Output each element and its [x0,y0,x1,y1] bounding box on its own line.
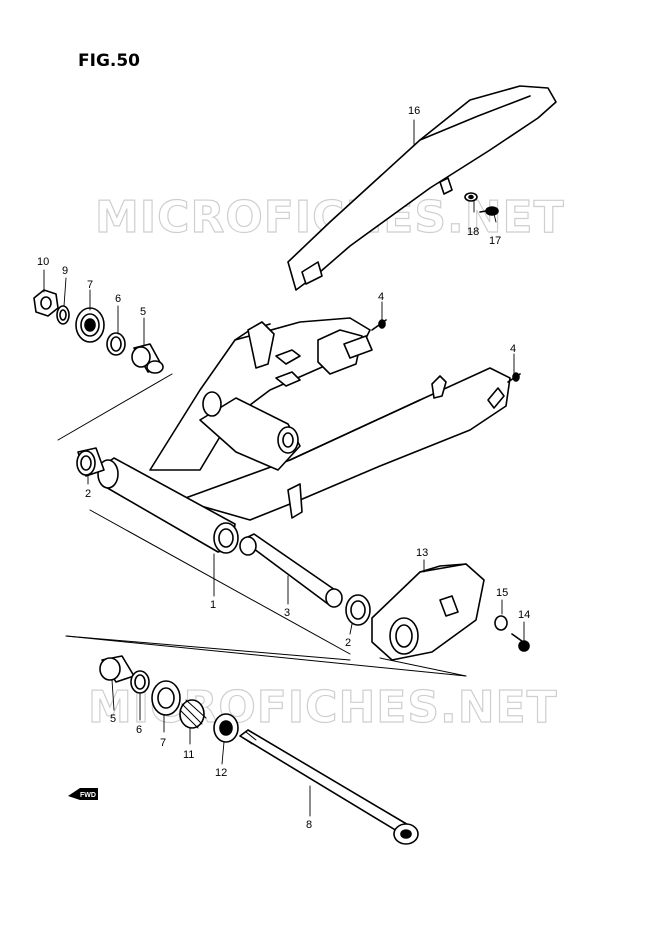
callout-15: 15 [496,587,508,599]
callout-10: 10 [37,256,49,268]
callout-1: 1 [210,599,216,611]
callout-7-lower: 7 [160,737,166,749]
callout-7-upper: 7 [87,279,93,291]
callout-6-lower: 6 [136,724,142,736]
callout-16: 16 [408,105,420,117]
callout-2-left: 2 [85,488,91,500]
fwd-arrow-icon: FWD [68,788,98,800]
callout-14: 14 [518,609,530,621]
needle-bearing-right [345,594,371,626]
needle-bearing-left [76,447,105,477]
callout-3: 3 [284,607,290,619]
chain-buffer-part [371,563,485,661]
callout-5-lower: 5 [110,713,116,725]
callout-12: 12 [215,767,227,779]
adjuster-nut-part [213,713,239,743]
callout-11: 11 [183,749,194,761]
callout-17: 17 [489,235,501,247]
seal-part [179,699,207,729]
washer-ring-part [56,305,70,325]
leader-lines [43,119,525,817]
pivot-spacer-part [239,533,343,608]
pivot-shaft-part [239,729,419,845]
small-bolt-part [511,633,530,652]
fwd-label: FWD [80,792,96,799]
adjuster-bolt-upper [371,319,387,331]
callout-5-upper: 5 [140,306,146,318]
callout-6-upper: 6 [115,293,121,305]
small-collar-part [494,615,508,631]
spacer-ring-part-lower [130,670,150,694]
chain-case-part [287,85,557,291]
callout-8: 8 [306,819,312,831]
callout-13: 13 [416,547,428,559]
bearing-part-lower [151,680,181,716]
collar-part [131,343,164,374]
nut-part [33,289,59,317]
collar-part-lower [99,655,135,683]
callout-2-right: 2 [345,637,351,649]
swingarm-part [97,317,511,554]
callout-18: 18 [467,226,479,238]
spacer-ring-part [106,332,126,356]
bolt-part [479,206,499,216]
callout-4-right: 4 [510,343,516,355]
guide-lines [57,373,467,677]
callout-9: 9 [62,265,68,277]
washer-part [464,192,478,202]
adjuster-bolt-right [507,372,521,383]
callout-4-upper: 4 [378,291,384,303]
figure-title: FIG.50 [78,51,140,71]
bearing-part [75,307,105,343]
